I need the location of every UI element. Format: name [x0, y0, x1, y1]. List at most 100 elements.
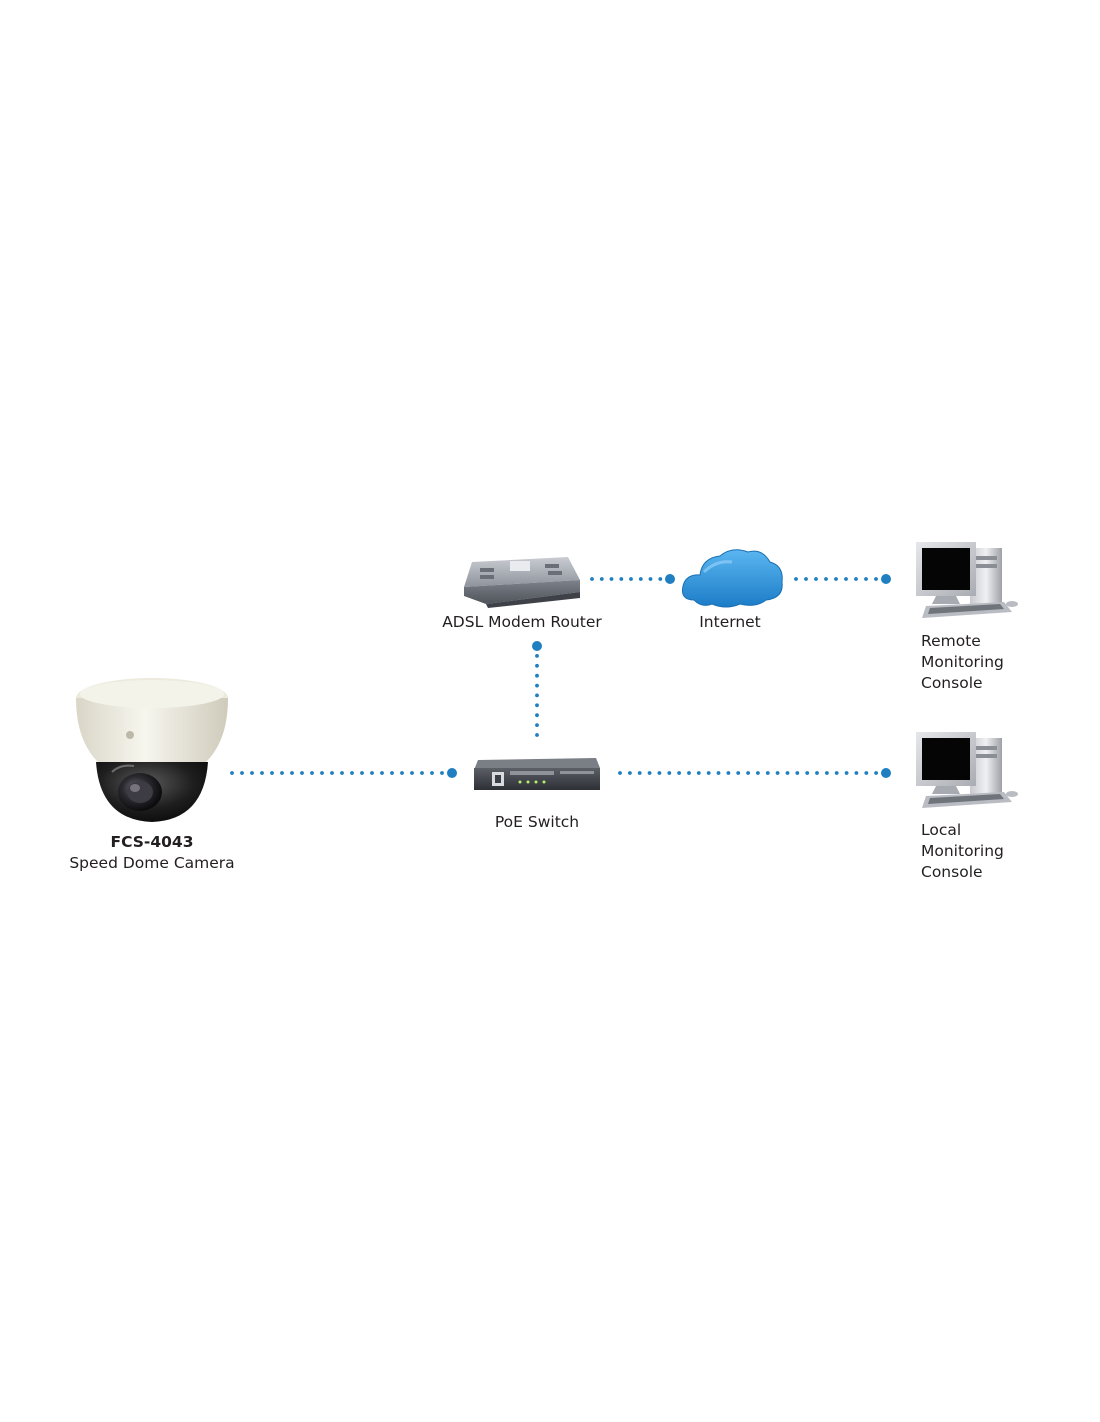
connector-dot — [350, 771, 354, 775]
connector-dot — [874, 577, 878, 581]
router-icon — [464, 557, 580, 608]
connector-dot — [380, 771, 384, 775]
connector-dot — [834, 771, 839, 775]
connector-dot — [599, 577, 604, 581]
connector-dot — [657, 771, 662, 775]
router-label: ADSL Modem Router — [442, 613, 602, 631]
connector-dot — [804, 577, 808, 581]
connector-dot — [824, 577, 828, 581]
connector-dot — [535, 713, 539, 718]
remote-desktop-computer-icon — [916, 542, 1018, 618]
connector-dot — [736, 771, 741, 775]
connector-router-to-internet — [590, 574, 675, 584]
connector-dot — [619, 577, 624, 581]
connector-dot — [535, 723, 539, 727]
connector-dot — [815, 771, 819, 775]
connector-dot — [667, 771, 672, 775]
connector-dot — [629, 577, 633, 581]
connector-endpoint — [447, 768, 457, 778]
connector-dot — [677, 771, 681, 775]
connector-dot — [590, 577, 594, 581]
connector-dot — [310, 771, 314, 775]
connector-dot — [260, 771, 264, 775]
connector-dot — [370, 771, 374, 775]
camera-model: FCS-4043 — [110, 833, 194, 851]
connector-dot — [628, 771, 632, 775]
connector-dot — [400, 771, 404, 775]
connector-dot — [687, 771, 691, 775]
connector-dot — [340, 771, 344, 775]
remote-console-line3: Console — [921, 674, 983, 692]
connector-dot — [647, 771, 652, 775]
poe-switch-label: PoE Switch — [494, 813, 580, 831]
connector-dot — [535, 654, 539, 658]
connector-dot — [716, 771, 721, 775]
camera-label: FCS-4043 Speed Dome Camera — [62, 832, 242, 874]
connector-dot — [638, 577, 643, 581]
connector-dot — [765, 771, 770, 775]
connector-endpoint — [881, 768, 891, 778]
local-console-line3: Console — [921, 863, 983, 881]
internet-label: Internet — [699, 613, 761, 631]
connector-dot — [637, 771, 642, 775]
connector-dot — [834, 577, 838, 581]
local-console-line1: Local — [921, 821, 962, 839]
connector-dot — [230, 771, 234, 775]
connector-dot — [775, 771, 780, 775]
connector-dot — [330, 771, 334, 775]
connector-dot — [785, 771, 790, 775]
connector-dot — [795, 771, 800, 775]
poe-switch-icon — [474, 758, 600, 790]
connector-camera-to-poe-switch — [230, 768, 457, 778]
connector-dot — [410, 771, 414, 775]
connector-dot — [430, 771, 434, 775]
connector-dot — [864, 577, 868, 581]
connector-dot — [844, 577, 848, 581]
connector-dot — [440, 771, 444, 775]
connector-internet-to-remote-console — [794, 574, 891, 584]
connector-poe-switch-to-local-console — [618, 768, 891, 778]
connector-dot — [618, 771, 622, 775]
connector-dot — [535, 703, 539, 708]
connector-dot — [696, 771, 701, 775]
connector-dot — [844, 771, 849, 775]
connector-dot — [280, 771, 284, 775]
connector-dot — [300, 771, 304, 775]
connector-dot — [535, 663, 539, 668]
connector-dot — [854, 577, 858, 581]
connector-dot — [726, 771, 731, 775]
camera-type: Speed Dome Camera — [69, 854, 235, 872]
connector-dot — [825, 771, 829, 775]
connector-dot — [756, 771, 760, 775]
connector-endpoint — [881, 574, 891, 584]
connector-dot — [320, 771, 324, 775]
connector-dot — [658, 577, 663, 581]
connector-dot — [420, 771, 424, 775]
connector-dot — [250, 771, 254, 775]
connector-dot — [535, 673, 539, 678]
connector-dot — [390, 771, 394, 775]
connector-dot — [270, 771, 274, 775]
remote-console-line1: Remote — [921, 632, 981, 650]
connector-endpoint — [665, 574, 675, 584]
local-console-label: Local Monitoring Console — [921, 820, 1004, 883]
local-desktop-computer-icon — [916, 732, 1018, 808]
cloud-icon — [682, 549, 783, 608]
connector-dot — [360, 771, 364, 775]
connector-dot — [290, 771, 294, 775]
connector-dot — [535, 733, 539, 737]
connector-dot — [535, 683, 539, 688]
connector-dot — [746, 771, 750, 775]
dome-camera-icon — [76, 678, 228, 822]
connector-dot — [864, 771, 869, 775]
connector-dot — [805, 771, 810, 775]
connector-poe-switch-to-router — [532, 641, 542, 737]
connector-dot — [794, 577, 798, 581]
connector-endpoint — [532, 641, 542, 651]
local-console-line2: Monitoring — [921, 842, 1004, 860]
connector-dot — [814, 577, 818, 581]
connector-lines — [230, 574, 891, 778]
remote-console-line2: Monitoring — [921, 653, 1004, 671]
connector-dot — [535, 693, 539, 698]
